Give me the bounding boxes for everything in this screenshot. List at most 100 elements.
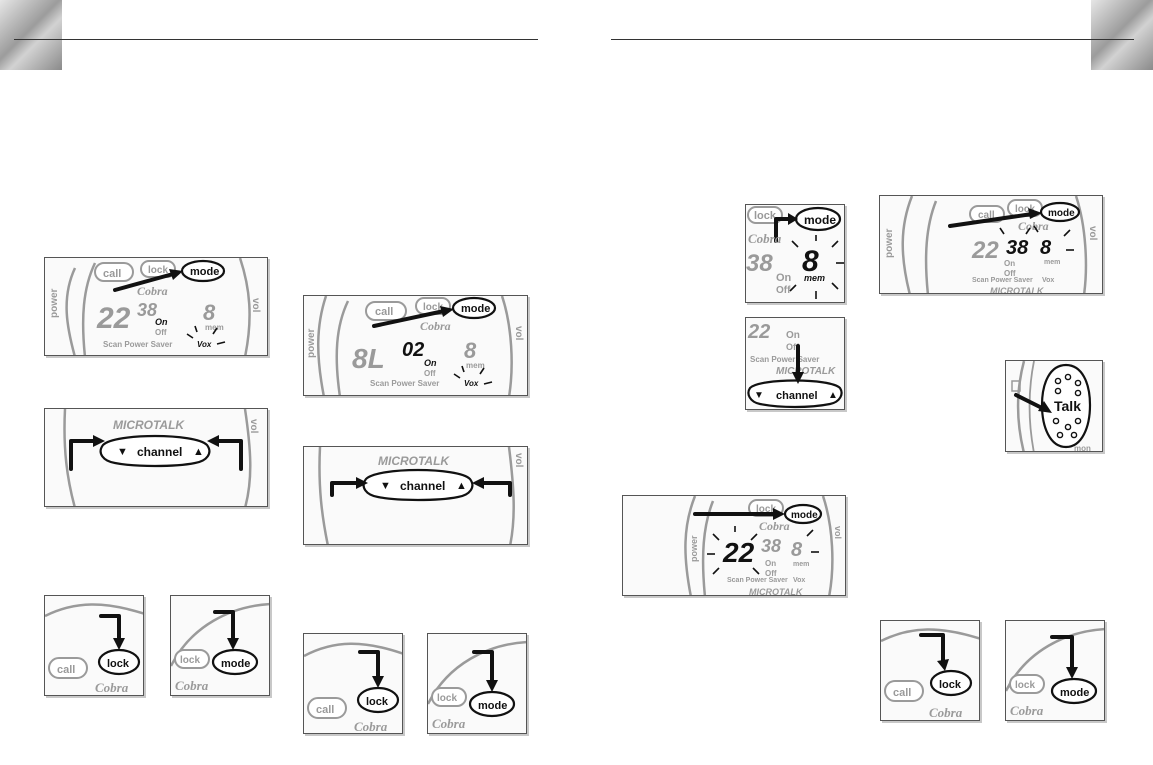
channel-rocker[interactable] [99, 434, 211, 468]
vol-label: vol [248, 419, 259, 434]
mode-button-label: mode [190, 266, 219, 278]
lock-button-label: lock [1015, 680, 1035, 691]
dw-vox-indicator: Vox [793, 577, 805, 584]
figure-mode-press-left: lock mode Cobra [170, 595, 270, 696]
call-button-label: call [57, 664, 75, 676]
memory-digit: 8 [791, 539, 803, 561]
figure-mode-press-flashing: power vol lock mode Cobra 22 38 8 On Off… [622, 495, 846, 596]
off-indicator: Off [786, 342, 800, 352]
mode-button-label: mode [791, 510, 818, 521]
sub-channel-digits: 38 [137, 300, 157, 320]
vol-label: vol [513, 453, 524, 468]
cobra-logo: Cobra [1018, 219, 1049, 233]
channel-label: channel [776, 390, 818, 402]
power-label: power [49, 288, 60, 318]
figure-channel-buttons: MICROTALK vol ▼ ▲ channel [303, 446, 528, 545]
cobra-logo: Cobra [432, 716, 466, 731]
figure-mode-press-vox: power vol call lock mode Cobra 22 38 8 O… [44, 257, 268, 356]
mode-button-label: mode [221, 658, 250, 670]
channel-up-glyph: ▲ [193, 446, 204, 458]
vox-indicator: Vox [197, 340, 212, 349]
mem-indicator: mem [804, 273, 825, 283]
on-indicator: On [424, 358, 437, 368]
mem-indicator: mem [466, 361, 485, 370]
mode-button[interactable] [1039, 201, 1081, 223]
talk-label: Talk [1054, 398, 1081, 414]
scan-power-saver-label: Scan Power Saver [370, 379, 439, 388]
mode-button-label: mode [1048, 208, 1075, 219]
lock-button-label: lock [754, 210, 777, 222]
off-indicator: Off [776, 285, 791, 296]
vox-indicator: Vox [464, 379, 479, 388]
on-indicator: On [155, 317, 168, 327]
figure-mode-press-scan: power vol call lock mode Cobra 22 38 8 O… [879, 195, 1103, 294]
mode-button-label: mode [478, 700, 507, 712]
sub-channel-digits: 38 [761, 536, 781, 556]
on-indicator: On [776, 272, 792, 284]
cobra-logo: Cobra [1010, 703, 1044, 718]
memory-digit: 8 [203, 300, 216, 325]
lock-button-label: lock [366, 696, 389, 708]
figure-channel-buttons: MICROTALK vol ▼ ▲ channel [44, 408, 268, 507]
mem-indicator: mem [793, 561, 809, 568]
vol-label: vol [1087, 226, 1098, 241]
cobra-logo: Cobra [354, 719, 388, 734]
main-channel-digits: 22 [747, 321, 770, 343]
mode-button[interactable] [1050, 677, 1098, 705]
call-button-label: call [103, 268, 121, 280]
vol-label: vol [513, 326, 524, 341]
lock-button-label: lock [180, 655, 200, 666]
channel-label: channel [137, 445, 182, 459]
scan-power-saver-label: Scan Power Saver [727, 577, 788, 584]
cobra-logo: Cobra [748, 231, 782, 246]
main-channel-digits: 22 [722, 537, 755, 568]
figure-lock-press-left: call lock Cobra [44, 595, 144, 696]
off-indicator: Off [765, 569, 777, 578]
mode-button[interactable] [211, 648, 259, 676]
power-label: power [884, 228, 895, 258]
mon-label: mon [1074, 444, 1091, 452]
main-channel-digits: 8L [352, 343, 385, 374]
off-indicator: Off [155, 328, 167, 337]
scan-power-saver-label: Scan Power Saver [103, 340, 172, 349]
mem-indicator: mem [1044, 259, 1060, 266]
dw-vox-indicator: Vox [1042, 277, 1054, 284]
microtalk-wordmark: MICROTALK [776, 366, 836, 377]
off-indicator: Off [424, 369, 436, 378]
power-label: power [689, 535, 699, 562]
sub-channel-digits: 38 [1006, 237, 1029, 259]
lock-button-label: lock [107, 658, 130, 670]
call-button-label: call [316, 704, 334, 716]
cobra-logo: Cobra [420, 319, 451, 333]
mem-indicator: mem [205, 323, 224, 332]
figure-talk-button: Talk mon [1005, 360, 1103, 452]
lock-button[interactable] [929, 669, 973, 697]
channel-rocker[interactable] [747, 379, 843, 409]
lock-button-label: lock [756, 504, 776, 515]
lock-button-label: lock [437, 693, 457, 704]
lock-button-label: lock [423, 302, 443, 313]
mode-button[interactable] [451, 296, 497, 320]
lock-button-label: lock [1015, 204, 1035, 215]
main-channel-digits: 22 [96, 302, 131, 335]
channel-rocker[interactable] [362, 468, 474, 502]
corner-tab-right [1091, 0, 1153, 70]
microtalk-wordmark: MICROTALK [113, 418, 185, 432]
figure-mode-press-right: lock mode Cobra [1005, 620, 1105, 721]
on-indicator: On [1004, 259, 1015, 268]
channel-down-glyph: ▼ [117, 446, 128, 458]
microtalk-wordmark: MICROTALK [990, 286, 1045, 294]
memory-digit: 8 [464, 338, 477, 363]
cobra-logo: Cobra [929, 705, 963, 720]
power-label: power [306, 328, 317, 358]
call-button-label: call [375, 306, 393, 318]
figure-channel-press-small: 22 On Off Scan Power Saver MICROTALK ▼ ▲… [745, 317, 845, 410]
mode-button-label: mode [1060, 687, 1089, 699]
vol-label: vol [250, 298, 261, 313]
mode-button-label: mode [461, 303, 490, 315]
channel-up-glyph: ▲ [456, 480, 467, 492]
microtalk-wordmark: MICROTALK [749, 587, 804, 596]
mode-button-label: mode [804, 213, 836, 227]
figure-lock-press-center: call lock Cobra [303, 633, 403, 734]
microtalk-wordmark: MICROTALK [378, 454, 450, 468]
